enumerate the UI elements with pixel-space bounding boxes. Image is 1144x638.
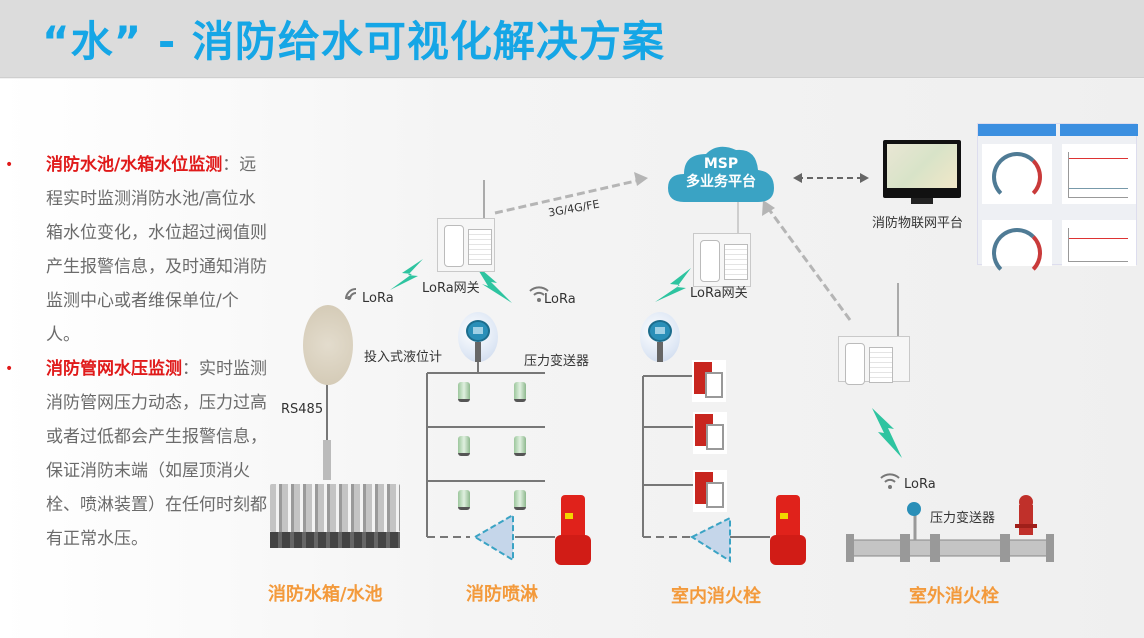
lora-label: LoRa	[362, 291, 394, 306]
lightning-icon	[474, 263, 512, 303]
sprinkler-icon	[514, 436, 526, 456]
cloud-label-line1: MSP	[703, 156, 739, 172]
line-chart-thumbnail	[1068, 152, 1128, 198]
gateway-label: LoRa网关	[690, 286, 748, 301]
mobile-app-preview	[977, 123, 1138, 278]
sprinkler-icon	[514, 490, 526, 510]
pressure-sensor-label: 压力变送器	[930, 511, 996, 526]
category-label-outdoor-hydrant: 室外消火栓	[909, 586, 999, 607]
lightning-icon	[872, 408, 902, 458]
gateway-label: LoRa网关	[422, 281, 480, 296]
pressure-transmitter-icon	[640, 312, 680, 362]
map-thumbnail	[887, 144, 957, 188]
uplink-line-1	[494, 178, 641, 215]
sprinkler-icon	[458, 382, 470, 402]
category-label-sprinkler: 消防喷淋	[466, 584, 538, 605]
pressure-transmitter-icon	[458, 312, 498, 362]
lightning-icon	[655, 268, 691, 302]
bullet-item-pressure: • 消防管网水压监测：实时监测消防管网压力动态，压力过高或者过低都会产生报警信息…	[0, 352, 270, 556]
arrow-left-icon	[793, 173, 802, 183]
fire-pump-icon	[555, 495, 591, 567]
sprinkler-icon	[458, 436, 470, 456]
header-bar: “水” - 消防给水可视化解决方案	[0, 0, 1144, 78]
line-chart-thumbnail	[1068, 228, 1128, 262]
msp-platform[interactable]: MSP 多业务平台	[666, 155, 776, 191]
sprinkler-pipes	[426, 362, 555, 538]
pressure-sensor-label: 压力变送器	[524, 354, 590, 369]
arrow-right-icon	[860, 173, 869, 183]
bullet-heading: 消防水池/水箱水位监测	[46, 155, 223, 175]
hydrant-pipes	[642, 375, 770, 538]
lora-label: LoRa	[904, 477, 936, 492]
hydrant-cabinet-icon	[693, 470, 727, 512]
rs485-label: RS485	[281, 402, 324, 417]
gauge-icon	[992, 228, 1042, 278]
level-meter-device	[303, 305, 353, 385]
level-sensor-label: 投入式液位计	[364, 350, 443, 365]
uplink-line-3	[766, 207, 852, 321]
category-label-indoor-hydrant: 室内消火栓	[671, 586, 761, 607]
hydrant-cabinet-icon	[693, 412, 727, 454]
sprinkler-icon	[458, 490, 470, 510]
fire-hydrant-icon	[1015, 495, 1037, 535]
arrow-head-icon	[762, 200, 775, 216]
lora-gateway-2[interactable]	[693, 233, 751, 287]
monitor-icon	[883, 140, 961, 204]
bullet-dot-icon: •	[5, 361, 14, 377]
bullet-item-water-level: • 消防水池/水箱水位监测：远程实时监测消防水池/高位水箱水位变化，水位超过阀值…	[0, 148, 270, 352]
lora-label: LoRa	[544, 292, 576, 307]
cloud-icon	[668, 146, 774, 202]
bullet-text: ：实时监测消防管网压力动态，压力过高或者过低都会产生报警信息，保证消防末端（如屋…	[46, 359, 267, 549]
lightning-icon	[390, 259, 423, 290]
fire-pump-icon	[770, 495, 806, 567]
cloud-label-line2: 多业务平台	[686, 174, 756, 190]
pipe-reducer-icon	[473, 513, 514, 562]
bullet-list: • 消防水池/水箱水位监测：远程实时监测消防水池/高位水箱水位变化，水位超过阀值…	[0, 148, 270, 556]
gauge-icon	[992, 152, 1042, 202]
lora-gateway-1[interactable]	[437, 218, 495, 272]
sprinkler-icon	[514, 382, 526, 402]
outdoor-pressure-sensor	[907, 502, 921, 516]
outdoor-pipe	[849, 539, 1051, 557]
bullet-text: ：远程实时监测消防水池/高位水箱水位变化，水位超过阀值则产生报警信息，及时通知消…	[46, 155, 267, 345]
hydrant-cabinet-icon	[692, 360, 726, 402]
level-probe	[323, 440, 331, 480]
arrow-head-icon	[634, 172, 648, 186]
bullet-dot-icon: •	[5, 157, 14, 173]
wifi-icon	[880, 473, 900, 483]
category-label-tank: 消防水箱/水池	[268, 584, 383, 605]
bullet-heading: 消防管网水压监测	[46, 359, 182, 379]
wifi-icon	[529, 286, 549, 296]
page-title: “水” - 消防给水可视化解决方案	[42, 17, 665, 66]
lora-gateway-3[interactable]	[838, 336, 910, 385]
platform-label: 消防物联网平台	[872, 216, 964, 231]
water-tank-icon	[270, 484, 400, 549]
pipe-reducer-icon	[689, 516, 731, 563]
